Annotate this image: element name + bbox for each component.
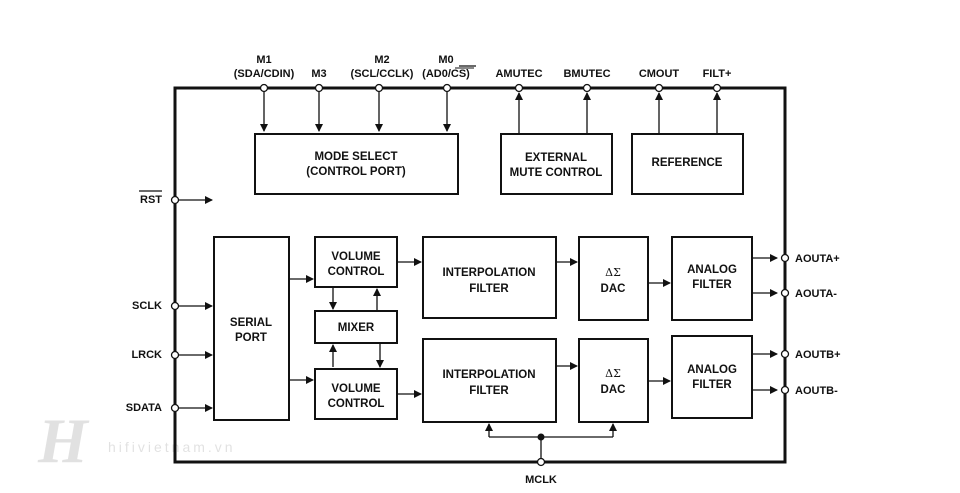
block-external-mute: EXTERNAL MUTE CONTROL: [500, 133, 613, 195]
mode-select-title: MODE SELECT: [314, 151, 397, 163]
pin-bmutec: BMUTEC: [563, 68, 610, 80]
pin-m1-alt: (SDA/CDIN): [234, 68, 295, 80]
block-serial-port: SERIAL PORT: [213, 236, 290, 421]
block-dac-a: ΔΣ DAC: [578, 236, 649, 321]
dac-a-label: DAC: [601, 283, 626, 295]
pin-m3-name: M3: [311, 68, 326, 80]
analog-b-line1: ANALOG: [687, 364, 737, 376]
right-pin-circles: [780, 253, 790, 395]
pin-m0-alt-cs: CS: [451, 68, 466, 80]
block-volume-control-b: VOLUME CONTROL: [314, 368, 398, 420]
block-mode-select: MODE SELECT (CONTROL PORT): [254, 133, 459, 195]
pin-sdata: SDATA: [126, 402, 213, 414]
volume-b-line1: VOLUME: [331, 383, 381, 395]
chip-outline: [173, 86, 787, 464]
pin-aouta-neg: AOUTA-: [795, 288, 837, 300]
pin-aoutb-pos: AOUTB+: [795, 349, 841, 361]
pin-m0-name: M0: [438, 54, 453, 66]
block-analog-filter-b: ANALOG FILTER: [671, 335, 753, 419]
external-mute-line1: EXTERNAL: [525, 152, 587, 164]
pin-m0-alt: (AD0/CS): [422, 68, 470, 80]
block-volume-control-a: VOLUME CONTROL: [314, 236, 398, 288]
pin-lrck-name: LRCK: [131, 349, 162, 361]
analog-a-line1: ANALOG: [687, 264, 737, 276]
mclk-junction: [537, 433, 545, 441]
mclk-pin-circle: [536, 457, 546, 467]
pin-rst: RST: [139, 190, 213, 206]
pin-lrck: LRCK: [131, 349, 213, 361]
volume-b-line2: CONTROL: [328, 398, 385, 410]
pin-m0: M0 (AD0/CS): [422, 54, 476, 80]
interp-a-line1: INTERPOLATION: [442, 267, 535, 279]
watermark: H hifivietnam.vn: [37, 405, 236, 476]
interp-b-line1: INTERPOLATION: [442, 369, 535, 381]
block-interpolation-filter-a: INTERPOLATION FILTER: [422, 236, 557, 319]
pin-aoutb-neg: AOUTB-: [795, 385, 838, 397]
reference-label: REFERENCE: [652, 157, 723, 169]
analog-a-line2: FILTER: [692, 279, 732, 291]
pin-sclk-name: SCLK: [132, 300, 162, 312]
dac-to-analog-wires: [648, 279, 671, 385]
pin-m3: M3: [311, 68, 326, 80]
pin-m1: M1 (SDA/CDIN): [234, 54, 295, 80]
pin-m2-alt: (SCL/CCLK): [351, 68, 414, 80]
analog-b-line2: FILTER: [692, 379, 732, 391]
mixer-label: MIXER: [338, 322, 375, 334]
pin-rst-name: RST: [140, 194, 162, 206]
interp-b-line2: FILTER: [469, 385, 509, 397]
interp-to-dac-wires: [556, 258, 578, 370]
pin-amutec: AMUTEC: [495, 68, 542, 80]
volume-to-interp-wires: [397, 258, 422, 398]
block-reference: REFERENCE: [631, 133, 744, 195]
volume-a-line1: VOLUME: [331, 251, 381, 263]
dac-b-delta-sigma: ΔΣ: [605, 367, 621, 380]
mclk-wires: [485, 423, 617, 458]
pin-m0-alt-c: ): [466, 68, 470, 80]
pin-filt: FILT+: [703, 68, 732, 80]
output-wires: [752, 254, 778, 394]
watermark-text: hifivietnam.vn: [108, 439, 236, 455]
pin-m2: M2 (SCL/CCLK): [351, 54, 414, 80]
top-pin-circles: [259, 83, 722, 93]
pin-m2-name: M2: [374, 54, 389, 66]
block-dac-b: ΔΣ DAC: [578, 338, 649, 423]
pin-cmout: CMOUT: [639, 68, 680, 80]
interp-a-line2: FILTER: [469, 283, 509, 295]
pin-aouta-pos: AOUTA+: [795, 253, 840, 265]
serial-port-line2: PORT: [235, 332, 267, 344]
pin-sclk: SCLK: [132, 300, 213, 312]
volume-a-line2: CONTROL: [328, 266, 385, 278]
dac-b-label: DAC: [601, 384, 626, 396]
mode-select-subtitle: (CONTROL PORT): [306, 166, 406, 178]
serial-to-volume-wires: [289, 275, 314, 384]
external-mute-line2: MUTE CONTROL: [510, 167, 603, 179]
watermark-logo: H: [37, 405, 90, 476]
pin-sdata-name: SDATA: [126, 402, 162, 414]
serial-port-line1: SERIAL: [230, 317, 272, 329]
pin-m0-alt-a: (AD0/: [422, 68, 451, 80]
pin-mclk: MCLK: [525, 474, 557, 486]
mixer-volume-arrows: [329, 287, 384, 368]
block-analog-filter-a: ANALOG FILTER: [671, 236, 753, 321]
block-interpolation-filter-b: INTERPOLATION FILTER: [422, 338, 557, 423]
pin-m1-name: M1: [256, 54, 271, 66]
top-connections: [260, 92, 721, 133]
dac-a-delta-sigma: ΔΣ: [605, 266, 621, 279]
block-mixer: MIXER: [314, 310, 398, 344]
